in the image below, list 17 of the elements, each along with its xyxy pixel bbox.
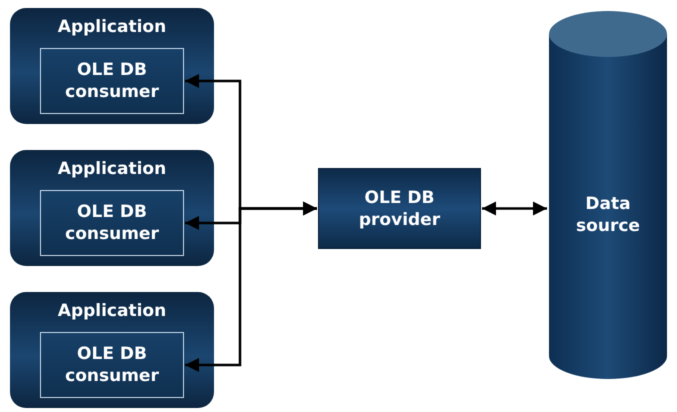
application-box: [10, 150, 214, 266]
box-title: Application: [56, 16, 168, 38]
connector-arrow: [482, 202, 547, 216]
consumer-box: [40, 48, 184, 114]
application-box: [10, 292, 214, 408]
consumer-box: [40, 332, 184, 398]
box-label: OLE DB consumer: [64, 59, 160, 103]
application-box: [10, 8, 214, 124]
box-title: Application: [56, 300, 168, 322]
box-label: OLE DB consumer: [64, 201, 160, 245]
box-label: Data source: [575, 193, 641, 237]
consumer-box: [40, 190, 184, 256]
box-label: OLE DB consumer: [64, 343, 160, 387]
box-label: OLE DB provider: [358, 186, 442, 230]
connector-arrow: [185, 202, 317, 372]
provider-box: [318, 168, 481, 249]
box-title: Application: [56, 158, 168, 180]
